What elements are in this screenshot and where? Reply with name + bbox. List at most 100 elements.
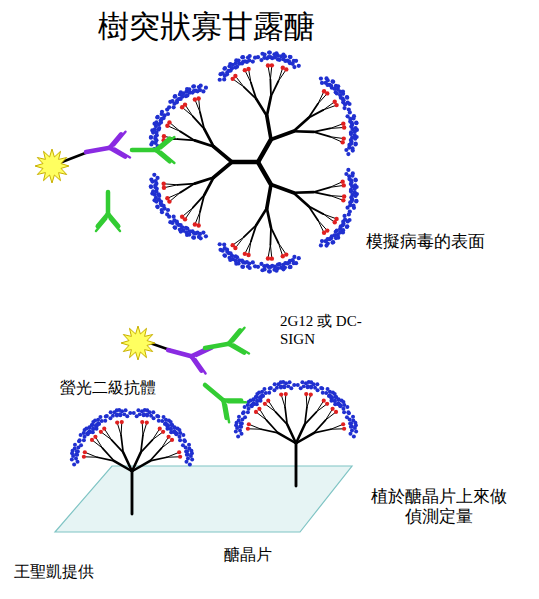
mannose-dot bbox=[246, 264, 250, 268]
core-sugar bbox=[333, 220, 337, 224]
branch-line bbox=[195, 177, 214, 183]
linker bbox=[62, 152, 88, 162]
mannose-dot bbox=[255, 399, 259, 403]
mannose-dot bbox=[156, 205, 160, 209]
mannose-dot bbox=[204, 234, 208, 238]
mannose-dot bbox=[348, 110, 352, 114]
core-sugar bbox=[83, 450, 87, 454]
mannose-dot bbox=[239, 425, 243, 429]
branch-line bbox=[271, 131, 294, 139]
mannose-dot bbox=[241, 265, 245, 269]
text-label: 2G12 或 DC-SIGN bbox=[280, 312, 362, 348]
mannose-dot bbox=[247, 407, 251, 411]
core-sugar bbox=[243, 252, 247, 256]
mannose-dot bbox=[165, 212, 169, 216]
mannose-dot bbox=[173, 95, 177, 99]
core-sugar bbox=[82, 455, 86, 459]
mannose-dot bbox=[242, 410, 246, 414]
mannose-dot bbox=[276, 382, 280, 386]
mannose-dot bbox=[112, 410, 116, 414]
branch-line bbox=[132, 461, 150, 471]
mannose-dot bbox=[154, 120, 158, 124]
core-sugar bbox=[266, 256, 270, 260]
core-sugar bbox=[263, 402, 267, 406]
mannose-dot bbox=[248, 54, 252, 58]
mannose-dot bbox=[319, 77, 323, 81]
mannose-dot bbox=[349, 195, 353, 199]
branch-line bbox=[256, 99, 267, 116]
antibody bbox=[205, 385, 224, 401]
core-sugar bbox=[341, 198, 345, 202]
branch-line bbox=[150, 457, 167, 461]
mannose-dot bbox=[288, 55, 292, 59]
branch-line bbox=[267, 208, 271, 228]
mannose-dot bbox=[354, 120, 358, 124]
mannose-dot bbox=[351, 116, 355, 120]
core-sugar bbox=[342, 194, 346, 198]
mannose-dot bbox=[187, 443, 191, 447]
mannose-dot bbox=[167, 105, 171, 109]
mannose-dot bbox=[91, 427, 95, 431]
mannose-dot bbox=[345, 206, 349, 210]
mannose-dot bbox=[218, 242, 222, 246]
mannose-dot bbox=[354, 199, 358, 203]
mannose-dot bbox=[345, 224, 349, 228]
mannose-dot bbox=[91, 427, 95, 431]
mannose-dot bbox=[83, 435, 87, 439]
mannose-dot bbox=[172, 105, 176, 109]
mannose-dot bbox=[188, 462, 192, 466]
core-sugar bbox=[342, 125, 346, 129]
mannose-dot bbox=[149, 185, 153, 189]
branch-line bbox=[287, 424, 296, 443]
mannose-dot bbox=[279, 266, 283, 270]
mannose-dot bbox=[255, 399, 259, 403]
mannose-dot bbox=[330, 79, 334, 83]
mannose-dot bbox=[192, 231, 196, 235]
mannose-dot bbox=[351, 415, 355, 419]
antibody bbox=[228, 401, 246, 404]
mannose-dot bbox=[177, 428, 181, 432]
branch-line bbox=[200, 112, 204, 128]
mannose-dot bbox=[195, 231, 199, 235]
mannose-dot bbox=[153, 135, 157, 139]
mannose-dot bbox=[71, 449, 75, 453]
mannose-dot bbox=[324, 243, 328, 247]
mannose-dot bbox=[181, 433, 185, 437]
core-sugar bbox=[257, 407, 261, 411]
mannose-dot bbox=[226, 69, 230, 73]
mannose-dot bbox=[272, 268, 276, 272]
branch-line bbox=[314, 132, 330, 137]
mannose-dot bbox=[96, 421, 100, 425]
mannose-dot bbox=[320, 239, 324, 243]
mannose-dot bbox=[333, 399, 337, 403]
core-sugar bbox=[331, 407, 335, 411]
branch-line bbox=[314, 187, 330, 192]
antibody bbox=[106, 192, 111, 214]
mannose-dot bbox=[136, 408, 140, 412]
mannose-dot bbox=[177, 97, 181, 101]
mannose-dot bbox=[353, 130, 357, 134]
core-sugar bbox=[284, 392, 288, 396]
core-sugar bbox=[270, 256, 274, 260]
core-sugar bbox=[340, 179, 344, 183]
mannose-dot bbox=[294, 59, 298, 63]
branch-line bbox=[214, 147, 232, 162]
mannose-dot bbox=[346, 219, 350, 223]
branch-line bbox=[314, 192, 331, 196]
mannose-dot bbox=[344, 148, 348, 152]
mannose-dot bbox=[150, 140, 154, 144]
mannose-dot bbox=[353, 194, 357, 198]
antibody bbox=[115, 149, 130, 158]
mannose-dot bbox=[251, 402, 255, 406]
core-sugar bbox=[246, 67, 250, 71]
mannose-dot bbox=[331, 240, 335, 244]
mannose-dot bbox=[191, 84, 195, 88]
branch-line bbox=[244, 225, 256, 237]
mannose-dot bbox=[168, 220, 172, 224]
core-sugar bbox=[140, 420, 144, 424]
core-sugar bbox=[161, 182, 165, 186]
antibody bbox=[86, 148, 110, 152]
mannose-dot bbox=[160, 419, 164, 423]
core-sugar bbox=[161, 430, 165, 434]
mannose-dot bbox=[103, 419, 107, 423]
